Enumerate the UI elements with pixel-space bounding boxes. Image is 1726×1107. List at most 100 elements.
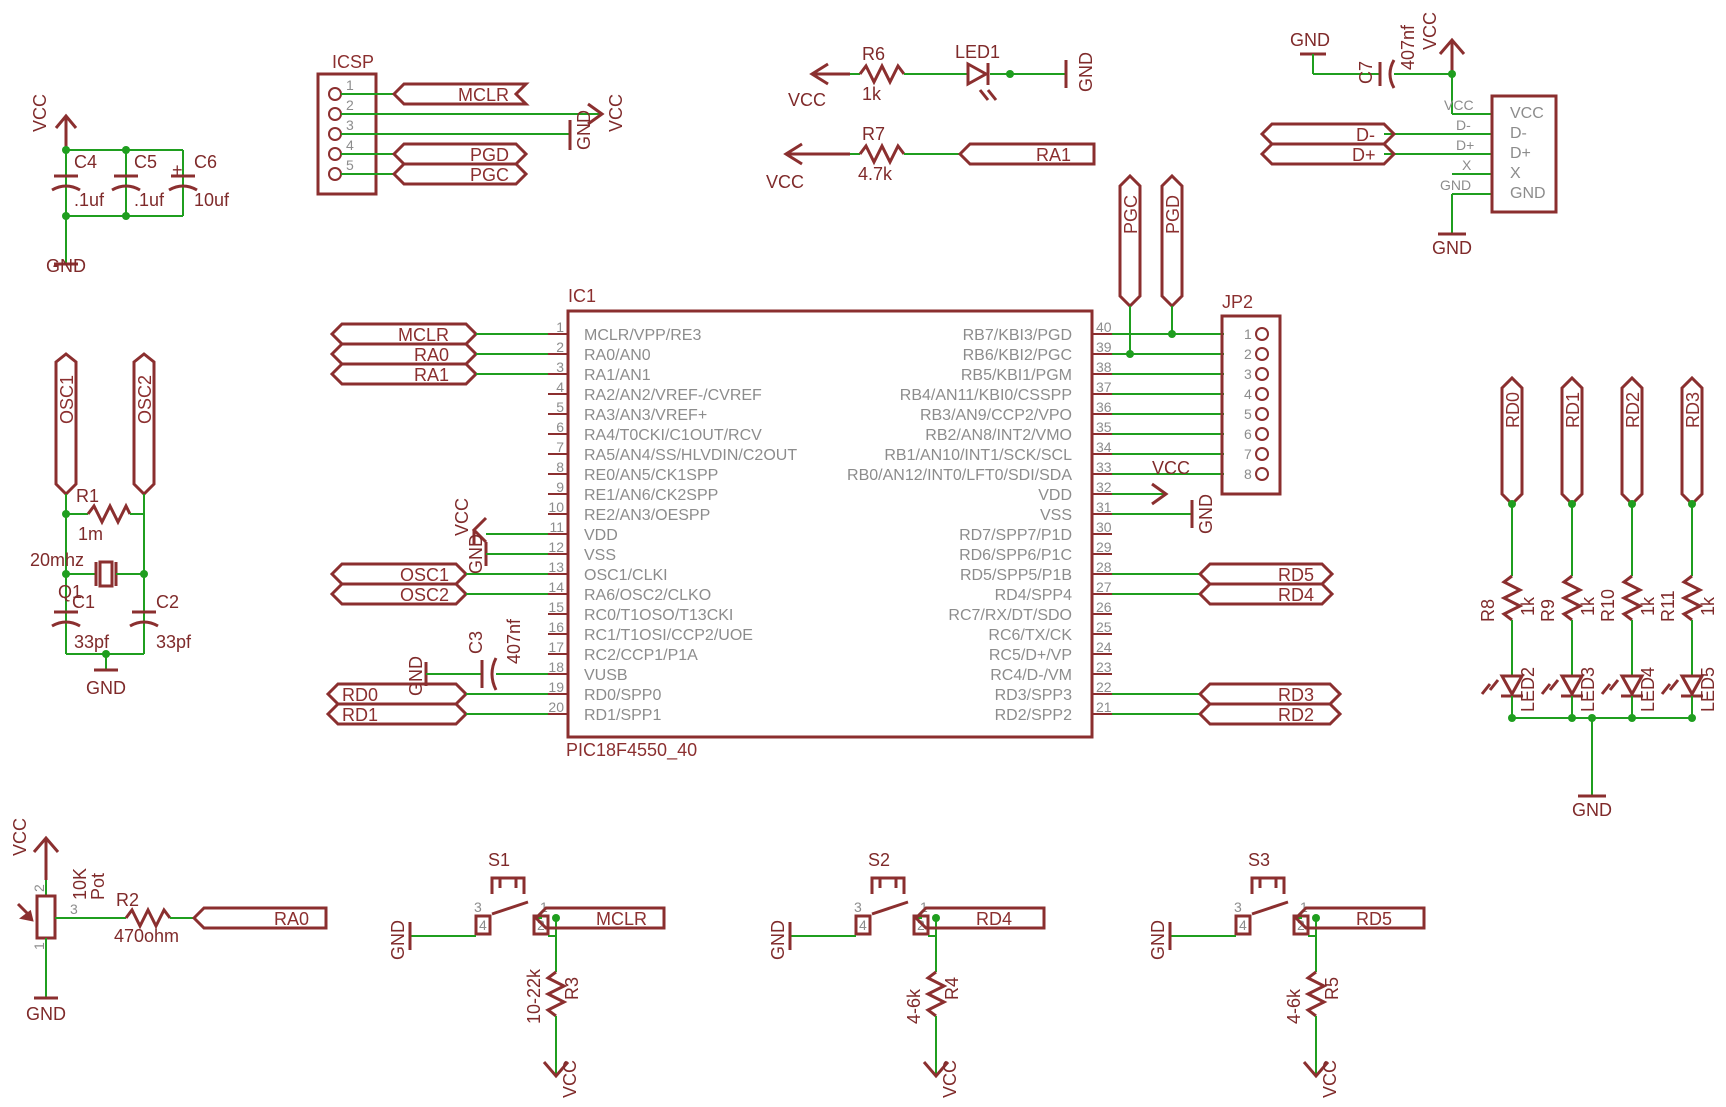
potentiometer-section: VCC GND 2 3 1 10K Pot R2 470ohm RA0 [10,818,328,1024]
gnd-led1: GND [1076,52,1096,92]
ic1-rd5-net: RD5 [1278,565,1314,585]
ic1-pgc-net: PGC [1121,195,1141,234]
ic1-pin-label-19: RD0/SPP0 [584,687,661,704]
led-bank-res-value-2: 1k [1578,596,1598,616]
ic1-pin-label-20: RD1/SPP1 [584,707,661,724]
switch-net-2: RD4 [976,909,1012,929]
icsp-pin-5: 5 [346,157,354,173]
switch-1-pin-3: 3 [474,899,482,915]
led-bank-res-value-4: 1k [1698,596,1718,616]
led-bank-res-value-1: 1k [1518,596,1538,616]
jp2-pin-2 [1255,347,1269,361]
icsp-pin-1: 1 [346,77,354,93]
ic1-rd1-net: RD1 [342,705,378,725]
icsp-vcc-label: VCC [606,94,626,132]
switch-res-value-1: 10-22k [524,968,544,1024]
ic1-pin-label-39: RB6/KBI2/PGC [963,347,1072,364]
ic1-pin-num-35: 35 [1096,419,1112,435]
ic1-pin-label-12: VSS [584,547,616,564]
vcc-usb: VCC [1420,12,1440,50]
switch-name-1: S1 [488,850,510,870]
ic1-pin-label-24: RC5/D+/VP [989,647,1072,664]
usb-section: GND C7 407nf VCC GND D- D+ VCC D- D+ X G… [1259,12,1558,258]
ic1-pin-label-17: RC2/CCP1/P1A [584,647,698,664]
osc1-net-left: OSC1 [57,375,77,424]
jp2-pin-7 [1255,447,1269,461]
jp2-pin-num-1: 1 [1244,326,1252,342]
jp2-pin-4 [1255,387,1269,401]
ic1-pin-label-9: RE1/AN6/CK2SPP [584,487,718,504]
jp2-pin-num-2: 2 [1244,346,1252,362]
ic1-pin-label-15: RC0/T1OSO/T13CKI [584,607,733,624]
status-led-section: VCC R6 1k LED1 GND VCC R7 4.7k RA1 [766,42,1096,192]
ic1-pin-label-21: RD2/SPP2 [995,707,1072,724]
vcc-r6: VCC [788,90,826,110]
ic1-pin-num-40: 40 [1096,319,1112,335]
gnd-usb: GND [1432,238,1472,258]
usb-conn-gnd: GND [1510,185,1546,202]
switch-gnd-3: GND [1148,920,1168,960]
pot-value: 10K [70,868,90,900]
gnd-label: GND [46,256,86,276]
ic1-pin-num-10: 10 [548,499,564,515]
switch-3-pin-1: 1 [1300,899,1308,915]
ic1-rd4-net: RD4 [1278,585,1314,605]
switch-gnd-1: GND [388,920,408,960]
ic1-pin-label-27: RD4/SPP4 [995,587,1072,604]
switch-res-value-2: 4-6k [904,988,924,1024]
ic1-pin-num-20: 20 [548,699,564,715]
ic1-pin-label-31: VSS [1040,507,1072,524]
switch-vcc-3: VCC [1320,1060,1340,1098]
ic1-pin-num-29: 29 [1096,539,1112,555]
switch-3-pin-4: 4 [1239,917,1247,933]
jp2-pin-6 [1255,427,1269,441]
switch-1-pin-4: 4 [479,917,487,933]
switch-net-1: MCLR [596,909,647,929]
jp2-pin-3 [1255,367,1269,381]
ic1-ra0-net: RA0 [414,345,449,365]
icsp-pin-2: 2 [346,97,354,113]
gnd-pot: GND [26,1004,66,1024]
jp2-pin-num-8: 8 [1244,466,1252,482]
ic1-pin-num-15: 15 [548,599,564,615]
icsp-header: ICSP 1 2 3 4 5 MCLR PGD PGC VCC GND [316,52,626,196]
gnd-osc: GND [86,678,126,698]
c1-value: 33pf [74,632,110,652]
r7-value: 4.7k [858,164,893,184]
ic1-rd3-net: RD3 [1278,685,1314,705]
svg-text:+: + [172,160,183,180]
ic1-pin-num-1: 1 [556,319,564,335]
ic1-pin-num-3: 3 [556,359,564,375]
ic1-pin-num-13: 13 [548,559,564,575]
ic1-pin-num-33: 33 [1096,459,1112,475]
switch-net-3: RD5 [1356,909,1392,929]
led-bank-led-3: LED4 [1638,667,1658,712]
ic1-pin-num-7: 7 [556,439,564,455]
ic1-pin-label-18: VUSB [584,667,628,684]
switch-1-pin-1: 1 [540,899,548,915]
ic1-pin-label-34: RB1/AN10/INT1/SCK/SCL [884,447,1072,464]
ic1-pin-label-22: RD3/SPP3 [995,687,1072,704]
switch-res-value-3: 4-6k [1284,988,1304,1024]
ic1-pin-num-39: 39 [1096,339,1112,355]
osc2-net-left: OSC2 [135,375,155,424]
icsp-mclr-net: MCLR [458,85,509,105]
led-bank-res-name-3: R10 [1598,589,1618,622]
ic1-pin-label-25: RC6/TX/CK [988,627,1072,644]
jp2-pin-8 [1255,467,1269,481]
usb-wire-gnd: GND [1440,177,1471,193]
vcc-label: VCC [30,94,50,132]
usb-dplus-net: D+ [1352,145,1376,165]
jp2-pin-1 [1255,327,1269,341]
led-bank-led-1: LED2 [1518,667,1538,712]
led-bank-net-2: RD1 [1563,392,1583,428]
led-bank-net-3: RD2 [1623,392,1643,428]
usb-conn-x: X [1510,165,1521,182]
jp2-pin-num-3: 3 [1244,366,1252,382]
gnd-c3: GND [406,656,426,696]
